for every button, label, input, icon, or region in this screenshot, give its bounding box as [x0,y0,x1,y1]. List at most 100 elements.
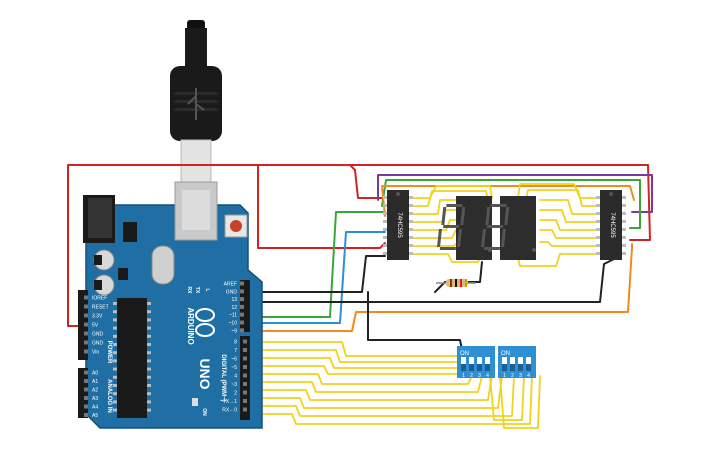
header-pin[interactable] [84,322,88,327]
dip-position-label: 2 [511,373,514,379]
dip-position-label: 3 [478,373,481,379]
tx-label: TX [194,287,200,294]
wire-red-top[interactable] [349,164,651,241]
wire-black-dip[interactable] [367,291,463,351]
wire-bus-right [517,183,601,267]
header-pin[interactable] [240,320,244,325]
chip-pin [113,392,117,396]
segment [483,247,501,250]
header-pin[interactable] [243,382,247,386]
wire-green-top[interactable] [381,179,641,229]
pin-label: IOREF [92,296,107,302]
segment [504,207,510,225]
chip-pin [147,351,151,355]
wire-purple[interactable] [377,174,653,213]
wire-black-gnd[interactable] [246,255,386,293]
chip-pin [596,236,600,239]
wire-orange-pin10[interactable] [246,243,633,332]
header-pin[interactable] [243,390,247,395]
wire-black-display[interactable] [434,261,483,293]
header-pin[interactable] [240,289,244,294]
dip-toggle-knob [461,364,466,371]
header-digital-top [240,280,250,332]
arduino-logo-icon [195,308,215,337]
reset-button[interactable] [224,214,248,238]
header-pin[interactable] [84,340,88,345]
chip-pin [409,220,413,223]
header-pin[interactable] [240,312,244,317]
wire-orange-top[interactable] [381,185,635,217]
header-pin[interactable] [84,387,88,392]
rx-label: RX [186,287,192,295]
header-pin[interactable] [240,281,244,286]
seven-segment-display-2[interactable] [481,196,536,260]
pin-label: 5V [92,323,99,329]
chip-pin [113,343,117,346]
chip-pin [147,359,151,363]
header-pin[interactable] [84,396,88,400]
chip-pin [383,196,387,199]
pin-label: RX←0 [222,408,237,414]
header-pin[interactable] [243,356,247,361]
crystal [151,245,175,285]
header-pin[interactable] [243,348,247,352]
header-pin[interactable] [243,339,247,344]
header-pin[interactable] [240,297,244,302]
chip-pin [147,334,151,338]
header-pin[interactable] [84,304,88,309]
header-pin[interactable] [243,407,247,412]
pin-label: A2 [92,388,98,394]
chip-pin [622,212,626,215]
segment [441,207,447,225]
header-pin[interactable] [243,399,247,403]
header-pin[interactable] [243,365,247,369]
shift-register-1[interactable]: 74HC595 [383,190,413,260]
pin-label: AREF [224,282,237,288]
mcu-pins [113,302,151,412]
voltage-regulator [123,222,137,242]
chip-pin [383,244,387,247]
dip-toggle-knob [477,364,482,371]
header-pin[interactable] [84,404,88,409]
header-pin[interactable] [84,379,88,383]
header-pin[interactable] [240,328,244,333]
dip-position-label: 2 [470,373,473,379]
pin-label: ~10 [229,321,238,327]
dip-position-label: 3 [519,373,522,379]
dip-position-label: 4 [527,373,530,379]
pin-label: ~6 [231,357,237,363]
segment [439,247,457,250]
usb-cable[interactable] [170,20,222,183]
decimal-point [532,248,536,252]
pin-label: GND [226,289,238,295]
header-pin[interactable] [84,349,88,354]
header-pin[interactable] [84,370,88,375]
dip-toggle-knob [510,364,515,371]
shift-register-1-label: 74HC595 [396,212,402,238]
l-led-label: L [204,288,210,291]
dip-position-label: 1 [462,373,465,379]
wire-green-pin12[interactable] [246,211,386,318]
header-pin[interactable] [84,413,88,417]
header-pin[interactable] [84,331,88,336]
header-pin[interactable] [243,373,247,378]
chip-pin [113,408,117,412]
shift-register-2[interactable]: 74HC595 [596,190,626,260]
seven-segment-display-1[interactable] [437,196,492,260]
chip-pin [622,244,626,247]
resistor[interactable] [436,279,476,287]
header-pin[interactable] [84,313,88,318]
wire-red-mid[interactable] [257,164,386,249]
chip-pin [113,375,117,379]
header-pin[interactable] [240,304,244,309]
wires [67,164,653,429]
wire-blue-pin11[interactable] [246,231,386,324]
header-pin[interactable] [84,295,88,300]
segment [446,204,463,207]
wire-black-pin13[interactable] [246,255,621,303]
